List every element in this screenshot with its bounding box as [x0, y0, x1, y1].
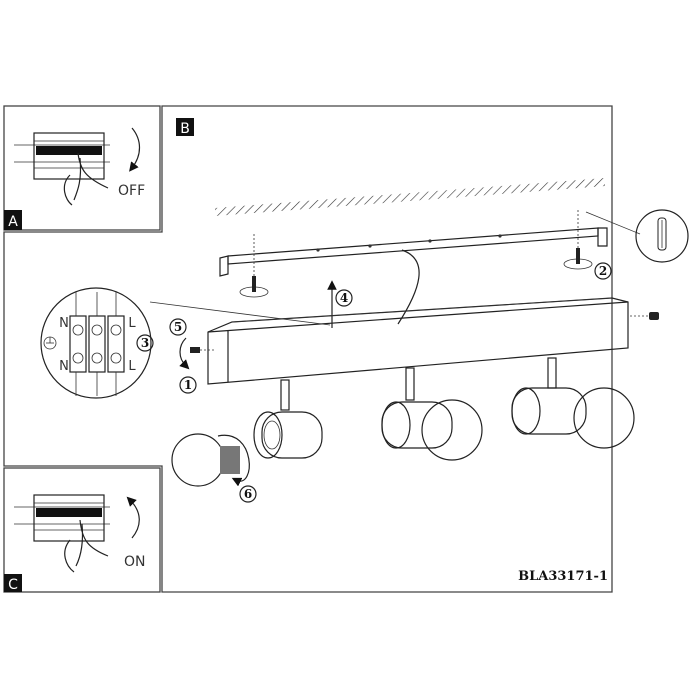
- end-cap-screw-icon: [179, 337, 216, 370]
- panel-c-label: C: [8, 577, 18, 593]
- mounting-bracket: [219, 227, 608, 277]
- off-label: OFF: [118, 183, 145, 199]
- panel-c-switch-on: ON C: [3, 467, 161, 593]
- panel-a-switch-off: OFF A: [3, 105, 161, 231]
- breaker-box-icon: [14, 132, 110, 180]
- panel-b-label: B: [180, 121, 190, 137]
- on-arrow-icon: [126, 496, 140, 539]
- panel-a-label: A: [8, 214, 18, 230]
- live-label-top: L: [128, 316, 136, 331]
- step-3-marker: 3: [141, 336, 149, 350]
- step-5-marker: 5: [174, 320, 182, 334]
- light-bar-body: [149, 297, 629, 385]
- screw-icon: [239, 234, 269, 298]
- hand-icon: [63, 152, 109, 206]
- neutral-label-bottom: N: [59, 359, 69, 374]
- power-cable: [397, 249, 420, 325]
- screw-icon: [563, 210, 593, 270]
- terminal-block-detail: N N L L 3: [40, 287, 154, 399]
- step-2-marker: 2: [599, 264, 607, 278]
- step-1-marker: 1: [184, 378, 192, 392]
- light-bulb: [171, 433, 250, 487]
- wall-plug-detail-icon: [585, 209, 689, 263]
- ground-icon: [43, 336, 57, 350]
- spotlight-2: [381, 367, 483, 461]
- panel-b-installation: B 2: [3, 105, 689, 593]
- ceiling-hatch: [215, 178, 605, 216]
- live-label-bottom: L: [128, 359, 136, 374]
- model-code: BLA33171-1: [518, 569, 608, 584]
- on-label: ON: [124, 554, 146, 570]
- step-6-marker: 6: [244, 487, 252, 501]
- neutral-label-top: N: [59, 316, 69, 331]
- side-screw-icon: [630, 312, 659, 320]
- spotlight-1: [253, 379, 323, 459]
- off-arrow-icon: [129, 127, 141, 172]
- step-4-marker: 4: [340, 291, 348, 305]
- breaker-box-icon: [14, 494, 110, 542]
- hand-icon: [64, 519, 109, 573]
- spotlight-3: [511, 357, 635, 449]
